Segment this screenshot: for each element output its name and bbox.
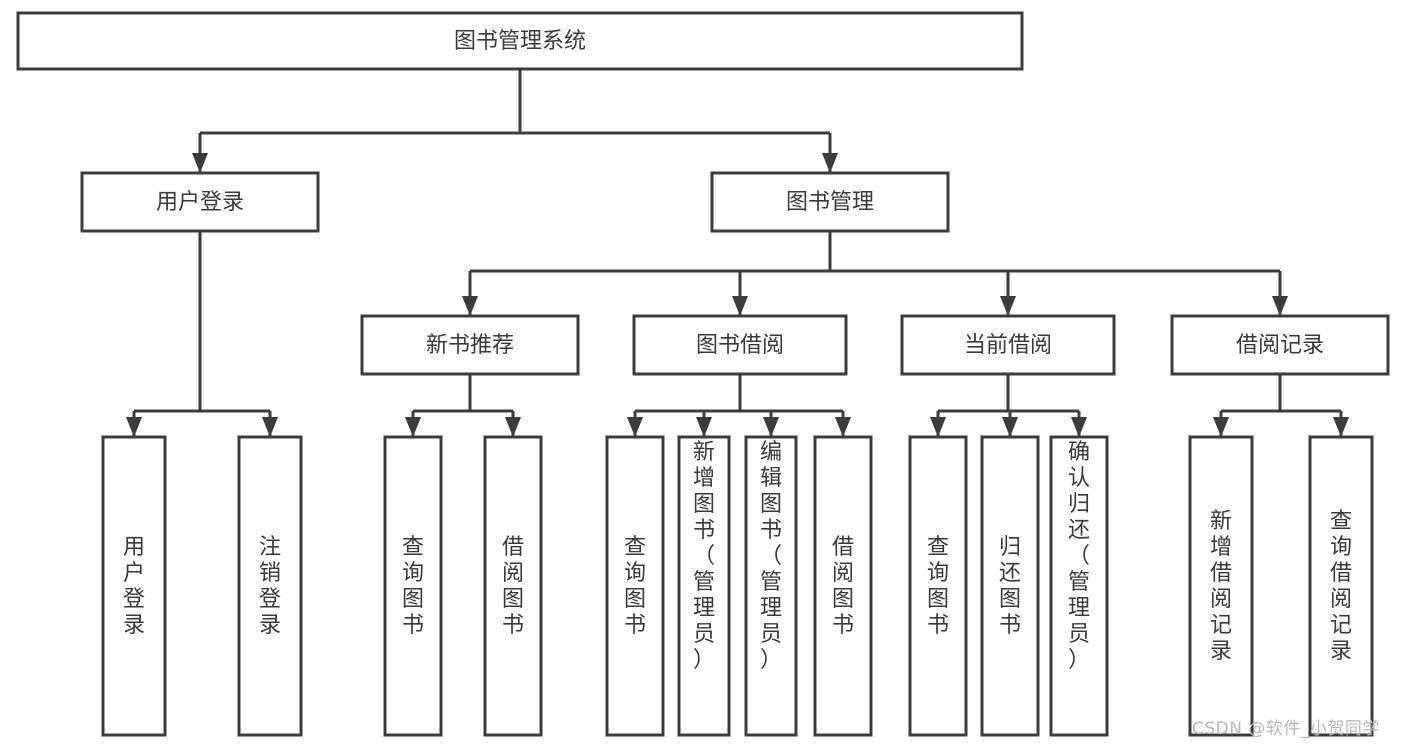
arrow-head-icon [822,153,838,173]
node-leaf-add-book-label: 新增图书（管理员） [693,440,715,673]
arrow-head-icon [1000,296,1016,316]
arrow-head-icon [126,417,142,437]
arrow-head-icon [1333,417,1349,437]
node-borrow-record-label: 借阅记录 [1236,333,1324,358]
node-user-login-label: 用户登录 [156,190,244,215]
node-current-borrow[interactable]: 当前借阅 [900,314,1116,376]
node-root-label: 图书管理系统 [454,29,586,54]
node-leaf-confirm-return-label: 确认归还（管理员） [1068,440,1090,673]
node-leaf-query-book-2[interactable]: 查询图书 [605,435,665,737]
node-leaf-query-book-3-label: 查询图书 [927,535,949,638]
node-leaf-query-record-label: 查询借阅记录 [1330,509,1352,664]
arrow-head-icon [1002,417,1018,437]
node-borrow-record[interactable]: 借阅记录 [1170,314,1390,376]
node-book-manage-label: 图书管理 [786,190,874,215]
node-leaf-logout-label: 注销登录 [259,535,281,638]
node-leaf-add-record-label: 新增借阅记录 [1210,509,1232,664]
arrow-head-icon [696,417,712,437]
node-book-borrow-label: 图书借阅 [696,333,784,358]
arrow-head-icon [763,417,779,437]
arrow-head-icon [262,417,278,437]
node-book-borrow[interactable]: 图书借阅 [632,314,848,376]
arrow-head-icon [192,153,208,173]
node-leaf-confirm-return[interactable]: 确认归还（管理员） [1049,435,1109,737]
node-leaf-query-book-3[interactable]: 查询图书 [908,435,968,737]
arrow-head-icon [627,417,643,437]
arrow-head-icon [732,296,748,316]
node-leaf-user-login[interactable]: 用户登录 [101,435,167,737]
node-leaf-borrow-book-1[interactable]: 借阅图书 [483,435,543,737]
node-leaf-query-book-1[interactable]: 查询图书 [383,435,443,737]
arrow-head-icon [1272,296,1288,316]
node-leaf-return-book[interactable]: 归还图书 [980,435,1040,737]
node-layer: 图书管理系统用户登录图书管理新书推荐图书借阅当前借阅借阅记录用户登录注销登录查询… [16,11,1390,737]
node-leaf-edit-book-label: 编辑图书（管理员） [760,440,782,673]
node-user-login[interactable]: 用户登录 [80,171,320,233]
node-leaf-borrow-book-2[interactable]: 借阅图书 [813,435,873,737]
node-leaf-query-book-1-label: 查询图书 [402,535,424,638]
node-leaf-logout[interactable]: 注销登录 [237,435,303,737]
connector-layer [126,69,1349,437]
arrow-head-icon [1071,417,1087,437]
node-leaf-user-login-label: 用户登录 [123,535,145,638]
node-new-book-rec-label: 新书推荐 [426,333,514,358]
arrow-head-icon [930,417,946,437]
node-leaf-return-book-label: 归还图书 [999,535,1021,638]
node-leaf-borrow-book-2-label: 借阅图书 [832,535,854,638]
arrow-head-icon [835,417,851,437]
node-root[interactable]: 图书管理系统 [16,11,1024,71]
arrow-head-icon [405,417,421,437]
watermark-text: CSDN @软件_小贺同学 [1192,719,1380,739]
node-current-borrow-label: 当前借阅 [964,333,1052,358]
node-book-manage[interactable]: 图书管理 [710,171,950,233]
arrow-head-icon [505,417,521,437]
node-leaf-add-record[interactable]: 新增借阅记录 [1188,435,1254,737]
node-leaf-query-book-2-label: 查询图书 [624,535,646,638]
node-leaf-add-book[interactable]: 新增图书（管理员） [677,435,731,737]
node-new-book-rec[interactable]: 新书推荐 [360,314,580,376]
arrow-head-icon [462,296,478,316]
node-leaf-edit-book[interactable]: 编辑图书（管理员） [744,435,798,737]
node-leaf-borrow-book-1-label: 借阅图书 [502,535,524,638]
arrow-head-icon [1213,417,1229,437]
node-leaf-query-record[interactable]: 查询借阅记录 [1308,435,1374,737]
